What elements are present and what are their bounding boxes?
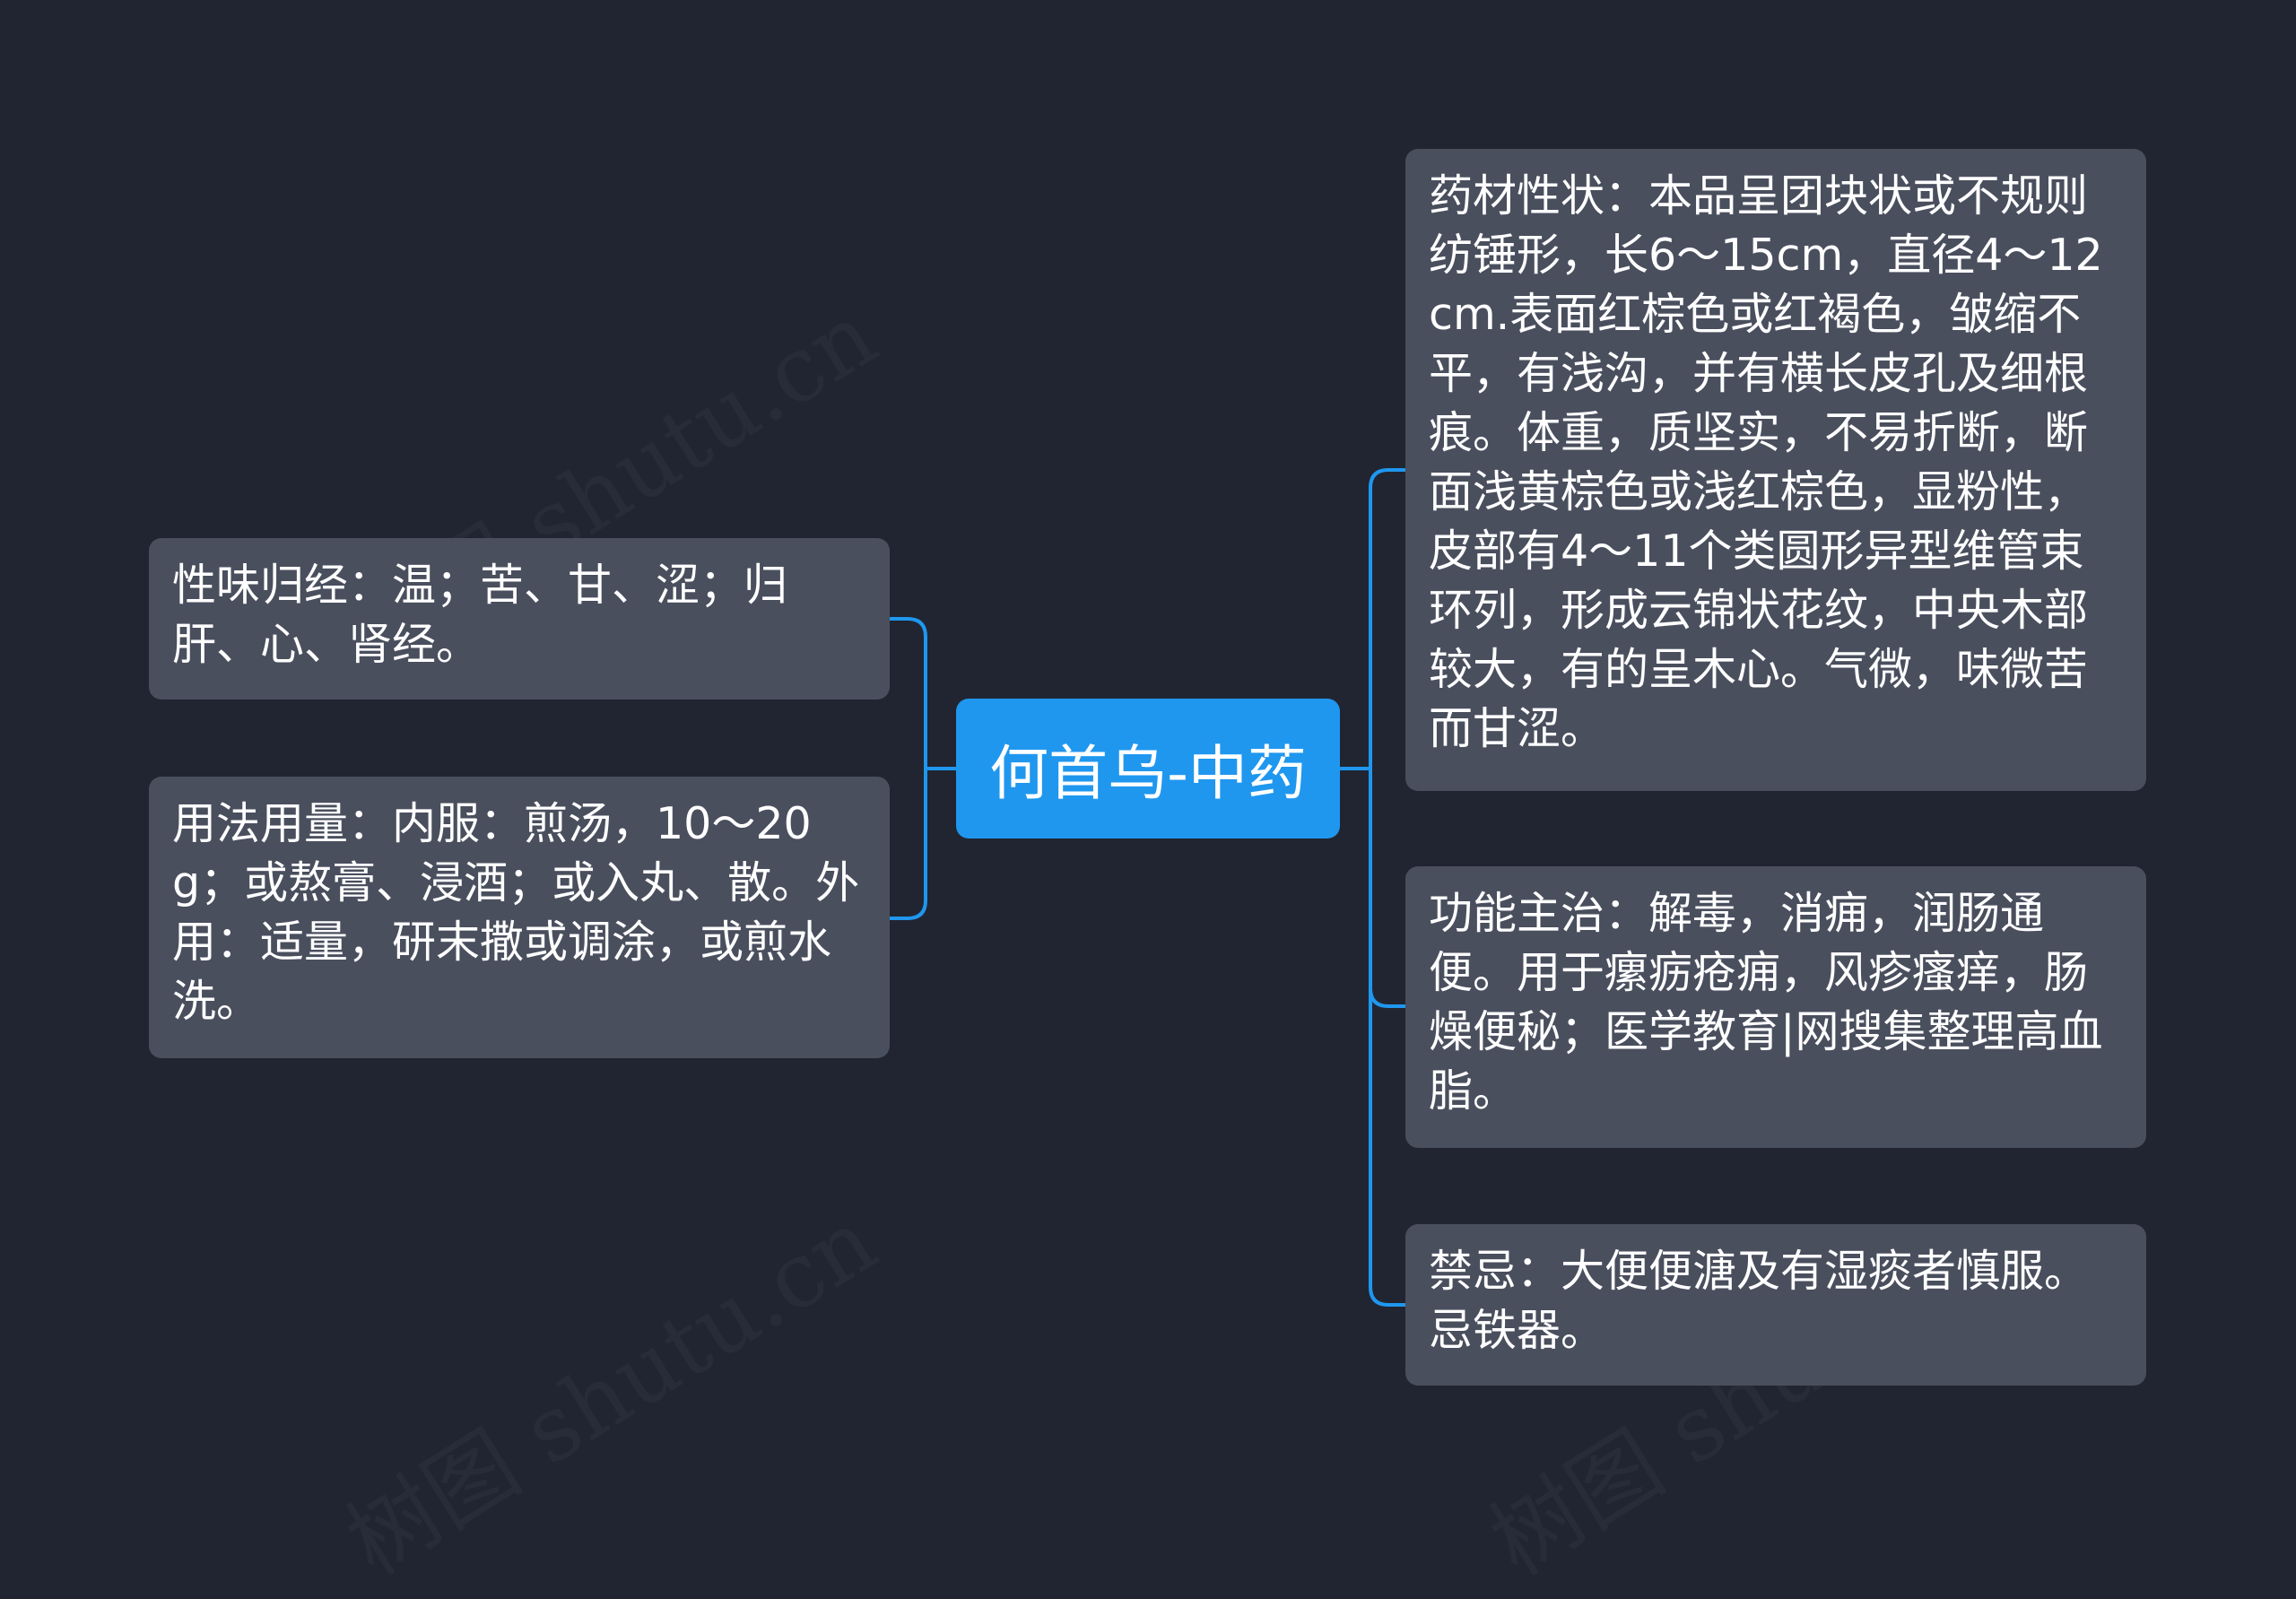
connector-left-node-2: [890, 769, 927, 920]
right-node-contraindications[interactable]: 禁忌：大便便溏及有湿痰者慎服。忌铁器。: [1405, 1224, 2146, 1386]
connector-right-node-1: [1369, 468, 1405, 769]
node-text: 功能主治：解毒，消痈，润肠通便。用于瘰疬疮痈，风疹瘙痒，肠燥便秘；医学教育|网搜…: [1429, 888, 2103, 1117]
node-text: 性味归经：温；苦、甘、涩；归肝、心、肾经。: [172, 560, 788, 670]
left-node-properties[interactable]: 性味归经：温；苦、甘、涩；归肝、心、肾经。: [149, 538, 890, 700]
connector-lines: [890, 468, 1405, 1307]
node-text: 禁忌：大便便溏及有湿痰者慎服。忌铁器。: [1429, 1246, 2089, 1356]
connector-right-node-3: [1369, 769, 1405, 1307]
root-topic[interactable]: 何首乌-中药: [956, 699, 1340, 839]
right-node-functions[interactable]: 功能主治：解毒，消痈，润肠通便。用于瘰疬疮痈，风疹瘙痒，肠燥便秘；医学教育|网搜…: [1405, 866, 2146, 1148]
left-node-usage[interactable]: 用法用量：内服：煎汤，10～20g；或熬膏、浸酒；或入丸、散。外用：适量，研末撒…: [149, 777, 890, 1058]
node-text: 药材性状：本品呈团块状或不规则纺锤形，长6～15cm，直径4～12cm.表面红棕…: [1429, 170, 2103, 754]
root-topic-label: 何首乌-中药: [989, 739, 1307, 808]
connector-left-node-1: [890, 617, 927, 769]
mindmap-canvas: 树图 shutu.cn 树图 shutu.cn 树图 shutu.cn 树图 s…: [149, 149, 2146, 1386]
right-node-description[interactable]: 药材性状：本品呈团块状或不规则纺锤形，长6～15cm，直径4～12cm.表面红棕…: [1405, 149, 2146, 791]
node-text: 用法用量：内服：煎汤，10～20g；或熬膏、浸酒；或入丸、散。外用：适量，研末撒…: [172, 798, 860, 1027]
connector-right-node-2: [1369, 769, 1405, 1008]
